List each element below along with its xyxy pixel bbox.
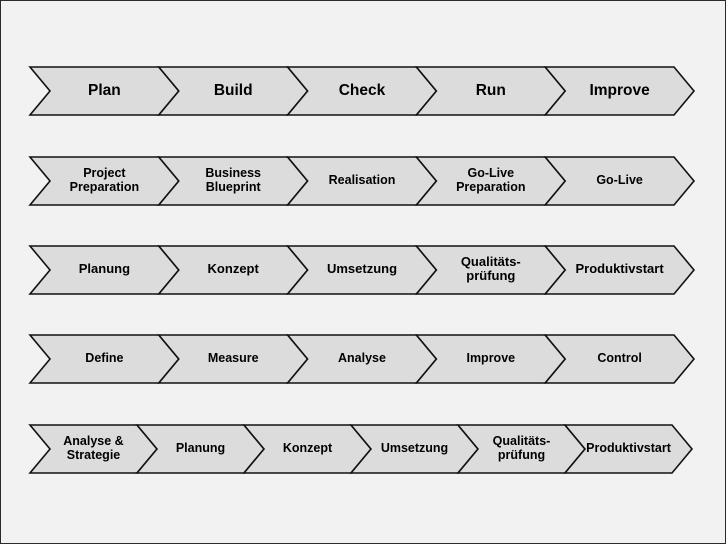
chevron-segment[interactable]: Konzept [242,424,373,474]
chevron-segment[interactable]: Measure [157,334,309,384]
chevron-shape[interactable] [285,334,438,384]
chevron-shape[interactable] [28,334,180,384]
chevron-shape[interactable] [285,156,438,206]
chevron-shape[interactable] [543,334,696,384]
chevron-segment[interactable]: Analyse [285,334,438,384]
chevron-shape[interactable] [456,424,587,474]
chevron-shape[interactable] [135,424,266,474]
chevron-shape[interactable] [28,245,180,295]
chevron-segment[interactable]: Go-Live [543,156,696,206]
chevron-shape[interactable] [285,66,438,116]
chevron-segment[interactable]: Check [285,66,438,116]
chevron-shape[interactable] [414,334,567,384]
chevron-segment[interactable]: Qualitäts-prüfung [414,245,567,295]
chevron-segment[interactable]: Control [543,334,696,384]
chevron-shape[interactable] [28,424,159,474]
chevron-segment[interactable]: Produktivstart [543,245,696,295]
chevron-segment[interactable]: Build [157,66,309,116]
chevron-shape[interactable] [414,66,567,116]
chevron-shape[interactable] [157,66,309,116]
chevron-segment[interactable]: Umsetzung [285,245,438,295]
chevron-segment[interactable]: Produktivstart [563,424,694,474]
chevron-shape[interactable] [563,424,694,474]
chevron-segment[interactable]: Planung [135,424,266,474]
chevron-shape[interactable] [543,66,696,116]
chevron-shape[interactable] [157,334,309,384]
chevron-segment[interactable]: Plan [28,66,180,116]
chevron-segment[interactable]: Improve [543,66,696,116]
chevron-segment[interactable]: Umsetzung [349,424,480,474]
chevron-segment[interactable]: Analyse &Strategie [28,424,159,474]
chevron-segment[interactable]: Define [28,334,180,384]
chevron-shape[interactable] [28,156,180,206]
chevron-segment[interactable]: Improve [414,334,567,384]
chevron-shape[interactable] [543,245,696,295]
chevron-segment[interactable]: Qualitäts-prüfung [456,424,587,474]
chevron-shape[interactable] [157,245,309,295]
chevron-shape[interactable] [242,424,373,474]
chevron-segment[interactable]: Planung [28,245,180,295]
chevron-segment[interactable]: Realisation [285,156,438,206]
chevron-segment[interactable]: Run [414,66,567,116]
chevron-shape[interactable] [285,245,438,295]
chevron-shape[interactable] [543,156,696,206]
chevron-segment[interactable]: Konzept [157,245,309,295]
chevron-shape[interactable] [414,245,567,295]
chevron-shape[interactable] [157,156,309,206]
chevron-shape[interactable] [349,424,480,474]
chevron-shape[interactable] [414,156,567,206]
chevron-shape[interactable] [28,66,180,116]
